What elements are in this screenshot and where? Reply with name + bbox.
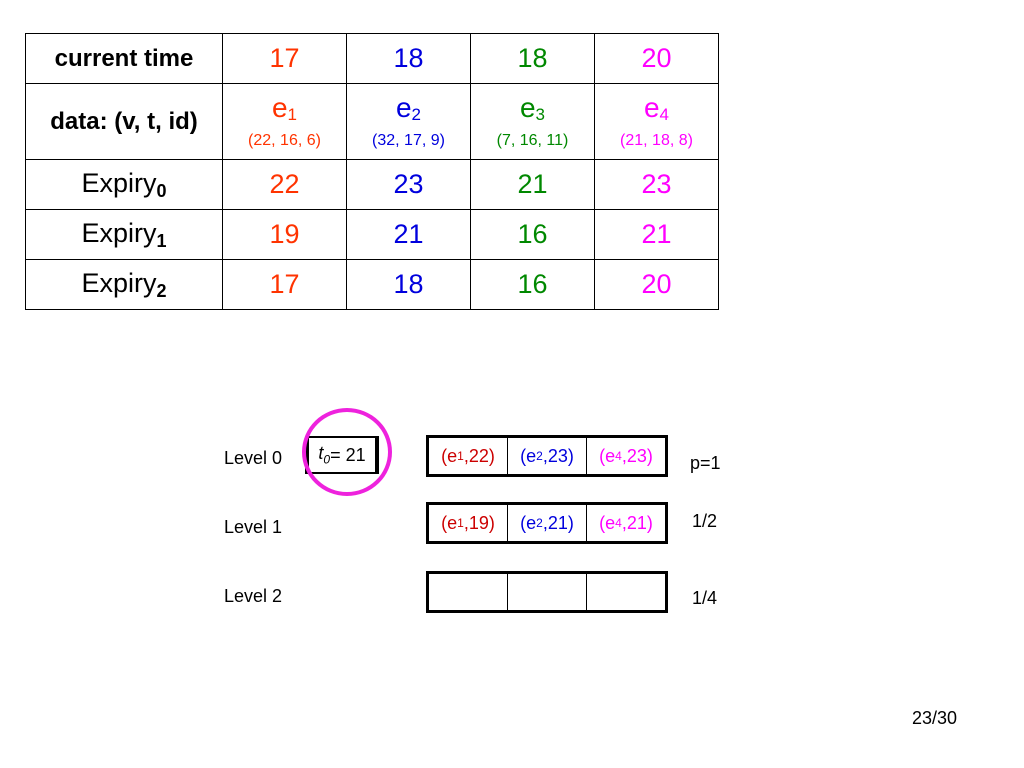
expiry-label-cell: Expiry2 [25, 259, 223, 310]
event-cell: e2 (32, 17, 9) [346, 83, 471, 160]
data-row: data: (v, t, id) e1 (22, 16, 6) e2 (32, … [25, 83, 719, 160]
event-name: e4 [643, 92, 670, 125]
expiry-row: Expiry1 19 21 16 21 [25, 209, 719, 260]
highlight-circle [302, 408, 392, 496]
expiry-value: 20 [594, 259, 719, 310]
expiry-row: Expiry0 22 23 21 23 [25, 159, 719, 210]
expiry-label-cell: Expiry1 [25, 209, 223, 260]
expiry-value: 17 [222, 259, 347, 310]
expiry-label: Expiry0 [81, 167, 167, 201]
level-cell [508, 574, 587, 610]
level-2-label: Level 2 [224, 586, 283, 606]
expiry-row: Expiry2 17 18 16 20 [25, 259, 719, 310]
level-cell [429, 574, 508, 610]
expiry-value: 23 [346, 159, 471, 210]
current-time-value: 18 [470, 33, 595, 84]
expiry-value: 21 [346, 209, 471, 260]
event-tuple: (22, 16, 6) [248, 132, 321, 149]
current-time-value: 17 [222, 33, 347, 84]
data-label: data: (v, t, id) [50, 107, 198, 135]
expiry-value: 23 [594, 159, 719, 210]
event-cell: e1 (22, 16, 6) [222, 83, 347, 160]
expiry-value: 21 [594, 209, 719, 260]
expiry-value: 19 [222, 209, 347, 260]
event-tuple: (21, 18, 8) [620, 132, 693, 149]
level-0-label: Level 0 [224, 448, 283, 468]
event-cell: e4 (21, 18, 8) [594, 83, 719, 160]
level-2-cells [426, 571, 668, 613]
expiry-label-cell: Expiry0 [25, 159, 223, 210]
expiry-value: 22 [222, 159, 347, 210]
level-1-probability: 1/2 [692, 511, 718, 531]
expiry-value: 16 [470, 259, 595, 310]
data-label-cell: data: (v, t, id) [25, 83, 223, 160]
current-time-value: 18 [346, 33, 471, 84]
level-2-probability: 1/4 [692, 588, 718, 608]
event-name: e1 [271, 92, 298, 125]
expiry-value: 18 [346, 259, 471, 310]
current-time-label: current time [54, 44, 194, 72]
level-1-label: Level 1 [224, 517, 283, 537]
expiry-label: Expiry2 [81, 267, 167, 301]
current-time-value: 20 [594, 33, 719, 84]
level-cell [587, 574, 665, 610]
event-cell: e3 (7, 16, 11) [470, 83, 595, 160]
expiry-label: Expiry1 [81, 217, 167, 251]
current-time-label-cell: current time [25, 33, 223, 84]
expiry-value: 16 [470, 209, 595, 260]
event-tuple: (7, 16, 11) [496, 132, 569, 149]
page-number: 23/30 [912, 708, 958, 728]
expiry-table: current time 17 18 18 20 data: (v, t, id… [25, 33, 719, 310]
event-name: e2 [395, 92, 422, 125]
expiry-value: 21 [470, 159, 595, 210]
event-name: e3 [519, 92, 546, 125]
event-tuple: (32, 17, 9) [372, 132, 445, 149]
level-0-probability: p=1 [690, 453, 721, 473]
current-time-row: current time 17 18 18 20 [25, 33, 719, 84]
